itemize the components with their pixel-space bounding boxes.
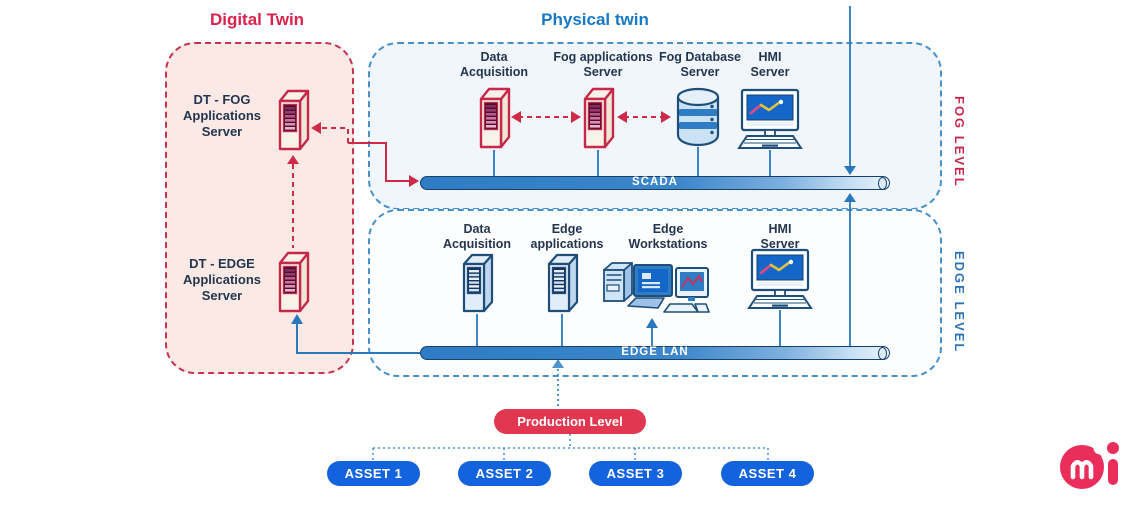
digital-twin-box — [165, 42, 354, 374]
edge-lan-bus-label: EDGE LAN — [621, 346, 689, 359]
edge-data-acquisition-server-icon — [457, 252, 497, 314]
edge-level-side-label: EDGE LEVEL — [952, 251, 967, 354]
fog-hmi-computer-icon — [734, 88, 806, 150]
asset-3-label: ASSET 3 — [606, 466, 665, 481]
edge-data-acquisition-label: Data Acquisition — [442, 222, 512, 252]
dt-edge-server-icon — [273, 250, 313, 314]
fog-database-server-label: Fog Database Server — [659, 50, 741, 80]
fog-applications-server-label: Fog applications Server — [553, 50, 653, 80]
edge-hmi-server-label: HMI Server — [760, 222, 800, 252]
edge-lan-bus-cap — [878, 346, 887, 360]
asset-pill-4: ASSET 4 — [721, 461, 814, 486]
production-assets-tree — [372, 434, 769, 460]
asset-pill-1: ASSET 1 — [327, 461, 420, 486]
dt-fog-server-icon — [273, 88, 313, 152]
fog-level-side-label: FOG LEVEL — [952, 96, 967, 188]
edge-hmi-computer-icon — [744, 248, 816, 310]
fog-hmi-server-label: HMI Server — [750, 50, 790, 80]
digital-twin-title: Digital Twin — [209, 10, 305, 29]
fog-applications-server-icon — [578, 86, 618, 150]
fog-data-acquisition-label: Data Acquisition — [459, 50, 529, 80]
edge-workstations-icon — [598, 254, 710, 318]
edge-applications-label: Edge applications — [530, 222, 604, 252]
fog-database-icon — [674, 87, 722, 147]
company-logo-icon — [1058, 437, 1124, 493]
scada-bus: SCADA — [420, 176, 890, 190]
production-level-pill: Production Level — [494, 409, 646, 434]
edge-workstations-label: Edge Workstations — [628, 222, 708, 252]
asset-1-label: ASSET 1 — [344, 466, 403, 481]
dt-edge-server-label: DT - EDGE Applications Server — [182, 256, 262, 303]
physical-twin-title: Physical twin — [541, 10, 649, 29]
scada-bus-cap — [878, 176, 887, 190]
fog-data-acquisition-server-icon — [474, 86, 514, 150]
edge-applications-server-icon — [542, 252, 582, 314]
dt-fog-server-label: DT - FOG Applications Server — [182, 92, 262, 139]
asset-pill-2: ASSET 2 — [458, 461, 551, 486]
edge-lan-bus: EDGE LAN — [420, 346, 890, 360]
asset-4-label: ASSET 4 — [738, 466, 797, 481]
scada-bus-label: SCADA — [632, 176, 678, 189]
asset-pill-3: ASSET 3 — [589, 461, 682, 486]
production-level-label: Production Level — [517, 414, 623, 429]
asset-2-label: ASSET 2 — [475, 466, 534, 481]
